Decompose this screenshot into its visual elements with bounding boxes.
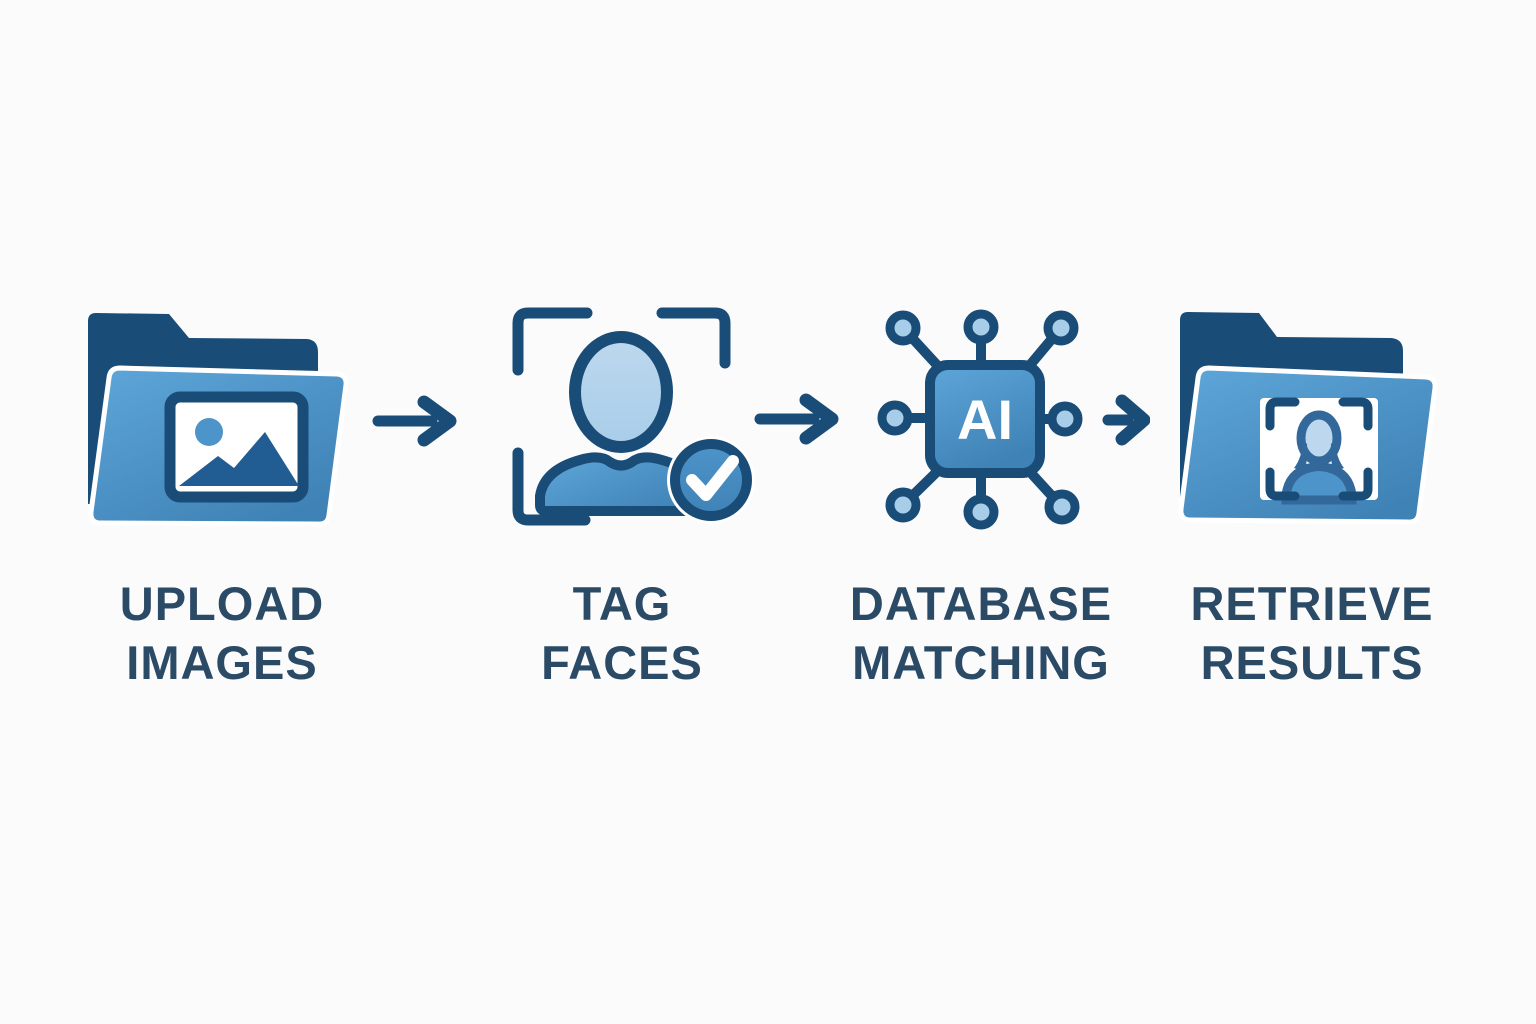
ai-chip-icon: AI	[868, 295, 1103, 540]
ai-chip-label: AI	[957, 388, 1013, 451]
arrow-right-icon	[754, 392, 846, 446]
tag-faces-label: TAG FACES	[447, 574, 797, 692]
arrow-right-icon	[1102, 392, 1150, 448]
folder-face-icon	[1173, 306, 1438, 536]
folder-image-icon	[85, 308, 350, 538]
upload-images-label: UPLOAD IMAGES	[47, 574, 397, 692]
label-line: MATCHING	[852, 636, 1110, 689]
label-line: FACES	[541, 636, 703, 689]
label-line: TAG	[572, 577, 672, 630]
label-line: IMAGES	[126, 636, 318, 689]
label-line: UPLOAD	[119, 577, 325, 630]
label-line: DATABASE	[849, 577, 1113, 630]
retrieve-results-label: RETRIEVE RESULTS	[1137, 574, 1487, 692]
label-line: RETRIEVE	[1190, 577, 1434, 630]
database-matching-label: DATABASE MATCHING	[806, 574, 1156, 692]
face-scan-check-icon	[502, 300, 762, 535]
arrow-right-icon	[372, 394, 464, 448]
label-line: RESULTS	[1200, 636, 1424, 689]
